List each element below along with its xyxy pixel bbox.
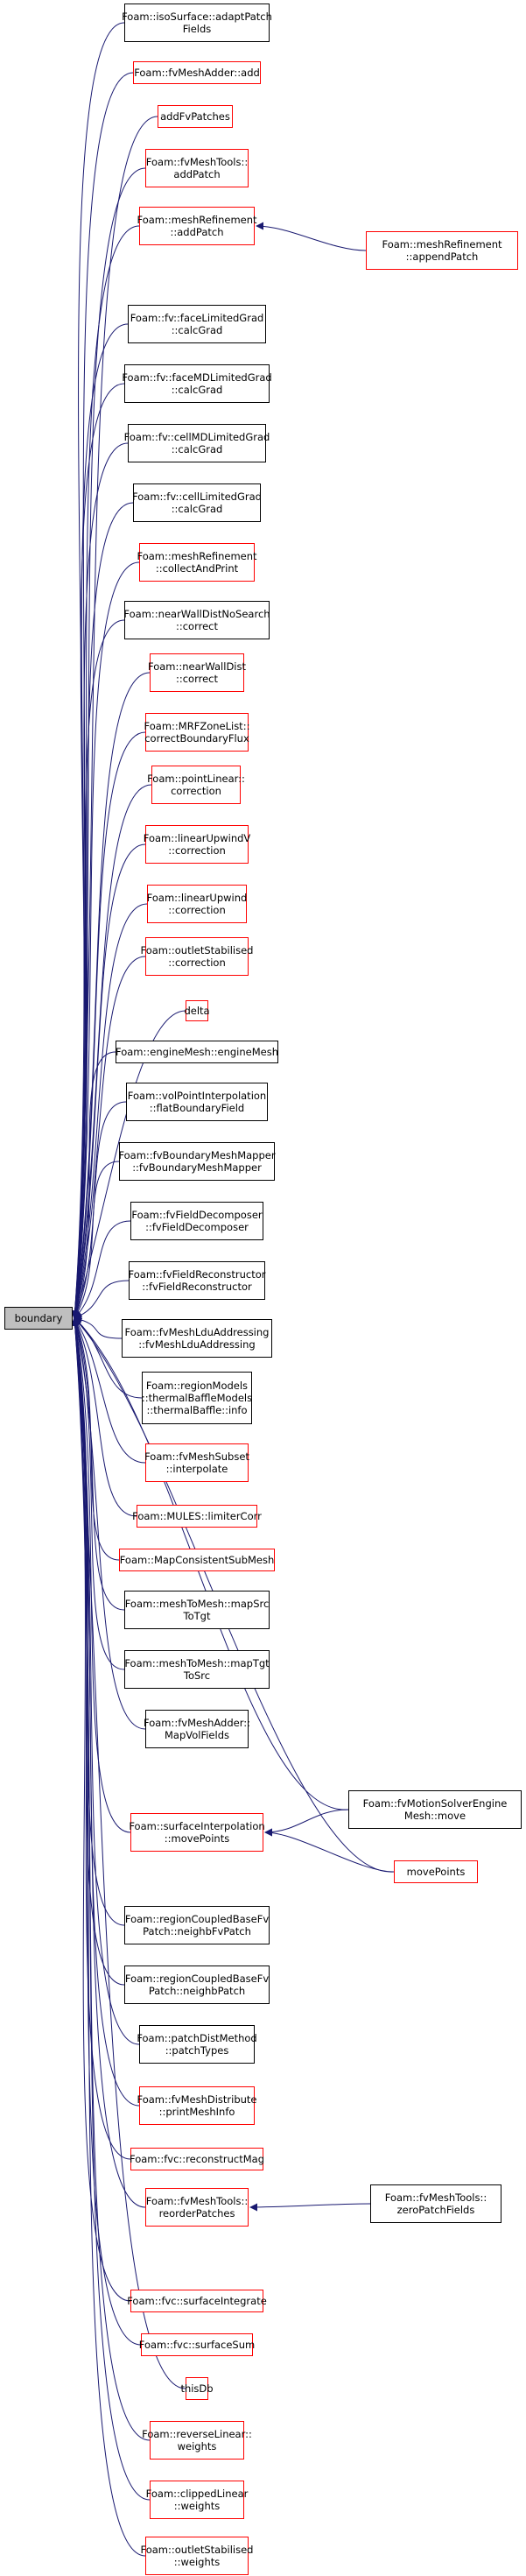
caller-node[interactable]: Foam::fv::cellLimitedGrad ::calcGrad — [132, 483, 262, 522]
call-edge — [74, 1161, 120, 1319]
root-node-boundary[interactable]: boundary — [4, 1307, 73, 1330]
caller-node[interactable]: Foam::MRFZoneList:: correctBoundaryFlux — [144, 713, 249, 752]
caller-node[interactable]: Foam::surfaceInterpolation ::movePoints — [129, 1813, 265, 1852]
caller-node[interactable]: addFvPatches — [158, 105, 233, 128]
second-level-caller-node[interactable]: Foam::meshRefinement ::appendPatch — [366, 231, 518, 270]
caller-node[interactable]: Foam::regionCoupledBaseFv Patch::neighbP… — [124, 1966, 270, 2004]
call-edge — [73, 1317, 125, 1611]
caller-node[interactable]: Foam::fvMeshTools:: reorderPatches — [145, 2188, 249, 2227]
caller-node[interactable]: Foam::regionModels ::thermalBaffleModels… — [142, 1372, 252, 1424]
call-edge — [72, 956, 146, 1319]
call-edge — [74, 1317, 395, 1873]
call-edge — [72, 1317, 146, 1730]
call-edge — [71, 619, 125, 1319]
caller-node[interactable]: Foam::fvMeshLduAddressing ::fvMeshLduAdd… — [122, 1319, 272, 1358]
caller-node[interactable]: Foam::fv::faceLimitedGrad ::calcGrad — [128, 305, 266, 343]
caller-node[interactable]: Foam::nearWallDistNoSearch ::correct — [123, 601, 270, 639]
call-edge — [264, 1828, 395, 1873]
caller-node[interactable]: Foam::fvc::reconstructMag — [130, 2148, 264, 2170]
caller-node[interactable]: Foam::meshToMesh::mapSrc ToTgt — [124, 1591, 270, 1629]
call-edge — [71, 383, 125, 1319]
caller-node[interactable]: Foam::pointLinear:: correction — [147, 766, 245, 804]
call-edge — [71, 1317, 151, 2501]
call-edge — [72, 1317, 131, 1833]
call-edge — [74, 1316, 123, 1339]
call-edge — [71, 784, 152, 1319]
caller-node[interactable]: Foam::fv::faceMDLimitedGrad ::calcGrad — [122, 364, 272, 403]
call-edge — [74, 1317, 137, 1517]
caller-node[interactable]: Foam::patchDistMethod ::patchTypes — [137, 2025, 257, 2064]
call-edge — [71, 731, 146, 1319]
call-edge — [71, 442, 129, 1319]
call-edge — [74, 1317, 146, 1464]
caller-node[interactable]: thisDb — [180, 2377, 214, 2400]
call-edge — [73, 1051, 116, 1319]
caller-node[interactable]: Foam::linearUpwindV ::correction — [144, 825, 250, 864]
call-edge — [74, 1101, 127, 1319]
caller-node[interactable]: Foam::fvBoundaryMeshMapper ::fvBoundaryM… — [118, 1142, 276, 1181]
caller-node[interactable]: Foam::fvMeshSubset ::interpolate — [144, 1443, 249, 1482]
caller-node[interactable]: Foam::nearWallDist ::correct — [148, 653, 246, 692]
call-edge — [72, 843, 146, 1319]
caller-node[interactable]: Foam::fvc::surfaceSum — [139, 2333, 255, 2356]
caller-node[interactable]: Foam::fvMeshTools:: addPatch — [145, 149, 249, 187]
caller-node[interactable]: Foam::engineMesh::engineMesh — [116, 1041, 278, 1063]
call-edge — [249, 2203, 371, 2212]
caller-node[interactable]: Foam::isoSurface::adaptPatch Fields — [122, 4, 272, 42]
caller-node[interactable]: Foam::reverseLinear:: weights — [142, 2421, 252, 2460]
call-edge — [71, 1317, 146, 2557]
call-edge — [71, 1317, 140, 2045]
caller-node[interactable]: Foam::fvMeshDistribute ::printMeshInfo — [137, 2086, 257, 2125]
caller-node[interactable]: Foam::fvFieldDecomposer ::fvFieldDecompo… — [130, 1202, 263, 1240]
caller-node[interactable]: Foam::meshRefinement ::collectAndPrint — [137, 543, 257, 582]
caller-node[interactable]: Foam::fvMeshAdder::add — [133, 61, 261, 84]
caller-node[interactable]: Foam::meshToMesh::mapTgt ToSrc — [124, 1650, 270, 1689]
call-edge — [71, 72, 134, 1319]
call-edge — [72, 903, 148, 1319]
call-edge — [71, 22, 125, 1319]
caller-node[interactable]: Foam::fvFieldReconstructor ::fvFieldReco… — [129, 1261, 265, 1300]
call-edge — [74, 1280, 130, 1320]
call-edge — [256, 222, 367, 251]
caller-node[interactable]: Foam::MapConsistentSubMesh — [119, 1549, 275, 1571]
caller-node[interactable]: Foam::MULES::limiterCorr — [132, 1505, 262, 1528]
caller-node[interactable]: Foam::fv::cellMDLimitedGrad ::calcGrad — [124, 424, 270, 462]
caller-node[interactable]: Foam::meshRefinement ::addPatch — [137, 207, 257, 245]
caller-node[interactable]: Foam::fvMeshAdder:: MapVolFields — [144, 1710, 250, 1748]
call-edge — [264, 1809, 349, 1837]
second-level-caller-node[interactable]: movePoints — [394, 1860, 478, 1883]
call-edge — [74, 1220, 131, 1319]
call-edge — [71, 672, 151, 1319]
caller-node[interactable]: Foam::linearUpwind ::correction — [147, 885, 247, 923]
caller-node[interactable]: delta — [184, 1000, 210, 1021]
second-level-caller-node[interactable]: Foam::fvMotionSolverEngine Mesh::move — [348, 1790, 522, 1829]
call-edge — [71, 502, 134, 1319]
caller-node[interactable]: Foam::fvc::surfaceIntegrate — [127, 2290, 267, 2312]
caller-node[interactable]: Foam::regionCoupledBaseFv Patch::neighbF… — [124, 1906, 270, 1944]
caller-node[interactable]: Foam::clippedLinear ::weights — [146, 2481, 248, 2519]
call-edge — [73, 1317, 120, 1561]
caller-node[interactable]: Foam::outletStabilised ::correction — [141, 937, 253, 976]
second-level-caller-node[interactable]: Foam::fvMeshTools:: zeroPatchFields — [370, 2184, 501, 2223]
caller-node[interactable]: Foam::outletStabilised ::weights — [141, 2537, 253, 2575]
caller-node[interactable]: Foam::volPointInterpolation ::flatBounda… — [126, 1083, 268, 1121]
